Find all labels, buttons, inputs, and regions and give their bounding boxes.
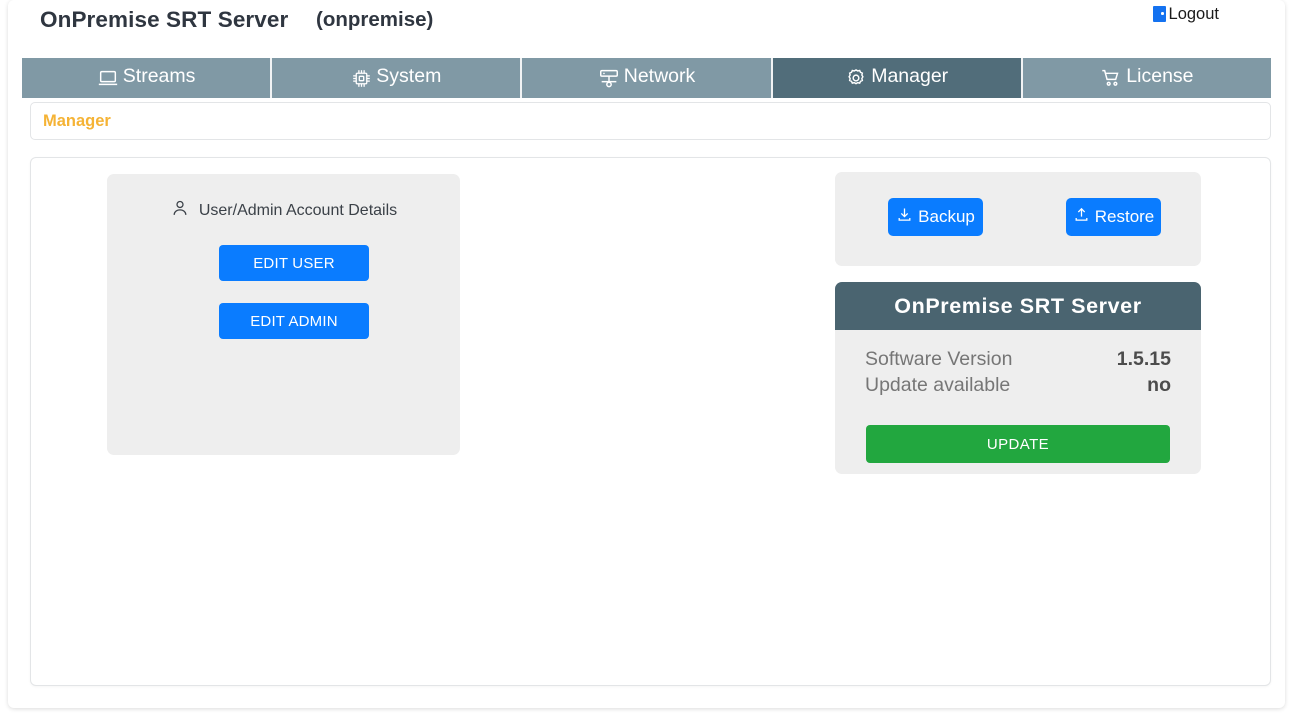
breadcrumb: Manager [30, 102, 1271, 140]
main-nav: Streams System [22, 58, 1271, 98]
edit-admin-button[interactable]: EDIT ADMIN [219, 303, 369, 339]
title-bar: OnPremise SRT Server (onpremise) Logout [8, 0, 1285, 48]
tab-manager-label: Manager [871, 65, 949, 88]
update-available-value: no [1147, 374, 1171, 396]
update-available-label: Update available [865, 374, 1011, 396]
restore-button[interactable]: Restore [1066, 198, 1161, 236]
backup-button[interactable]: Backup [888, 198, 983, 236]
tab-system-label: System [376, 65, 442, 88]
logout-button[interactable]: Logout [1152, 5, 1219, 23]
version-card-header: OnPremise SRT Server [835, 282, 1201, 330]
software-version-label: Software Version [865, 348, 1013, 370]
tab-streams[interactable]: Streams [22, 58, 273, 98]
tab-streams-label: Streams [122, 65, 196, 88]
account-details-title: User/Admin Account Details [198, 201, 398, 219]
backup-restore-card: Backup Restore [835, 172, 1201, 266]
door-icon [1152, 6, 1166, 23]
backup-label: Backup [918, 206, 975, 226]
version-card-title: OnPremise SRT Server [894, 293, 1142, 318]
gear-icon [845, 67, 867, 89]
logout-label: Logout [1168, 5, 1219, 23]
cpu-chip-icon [351, 68, 372, 89]
tab-license-label: License [1126, 65, 1194, 88]
tab-license[interactable]: License [1022, 58, 1271, 98]
software-version-value: 1.5.15 [1116, 348, 1171, 370]
restore-label: Restore [1094, 206, 1155, 226]
update-button[interactable]: UPDATE [866, 425, 1170, 463]
download-icon [896, 206, 913, 228]
edit-user-button[interactable]: EDIT USER [219, 245, 369, 281]
version-info-rows: Software Version 1.5.15 Update available… [835, 330, 1201, 397]
network-icon [598, 67, 620, 89]
version-row: Update available no [865, 374, 1171, 397]
account-details-card: User/Admin Account Details EDIT USER EDI… [107, 174, 460, 455]
app-subtitle: (onpremise) [316, 8, 434, 31]
cart-icon [1100, 67, 1122, 89]
version-card: OnPremise SRT Server Software Version 1.… [835, 282, 1201, 474]
tab-manager[interactable]: Manager [772, 58, 1023, 98]
tab-system[interactable]: System [272, 58, 523, 98]
account-details-header: User/Admin Account Details [107, 198, 460, 223]
page-frame: OnPremise SRT Server (onpremise) Logout … [8, 0, 1285, 708]
tab-network-label: Network [623, 65, 696, 88]
app-title: OnPremise SRT Server [40, 7, 289, 32]
tab-network[interactable]: Network [522, 58, 773, 98]
user-icon [170, 198, 190, 223]
content-panel: User/Admin Account Details EDIT USER EDI… [30, 157, 1271, 686]
laptop-icon [97, 67, 119, 89]
upload-icon [1073, 206, 1090, 228]
version-row: Software Version 1.5.15 [865, 348, 1171, 371]
breadcrumb-item-manager[interactable]: Manager [43, 111, 111, 130]
